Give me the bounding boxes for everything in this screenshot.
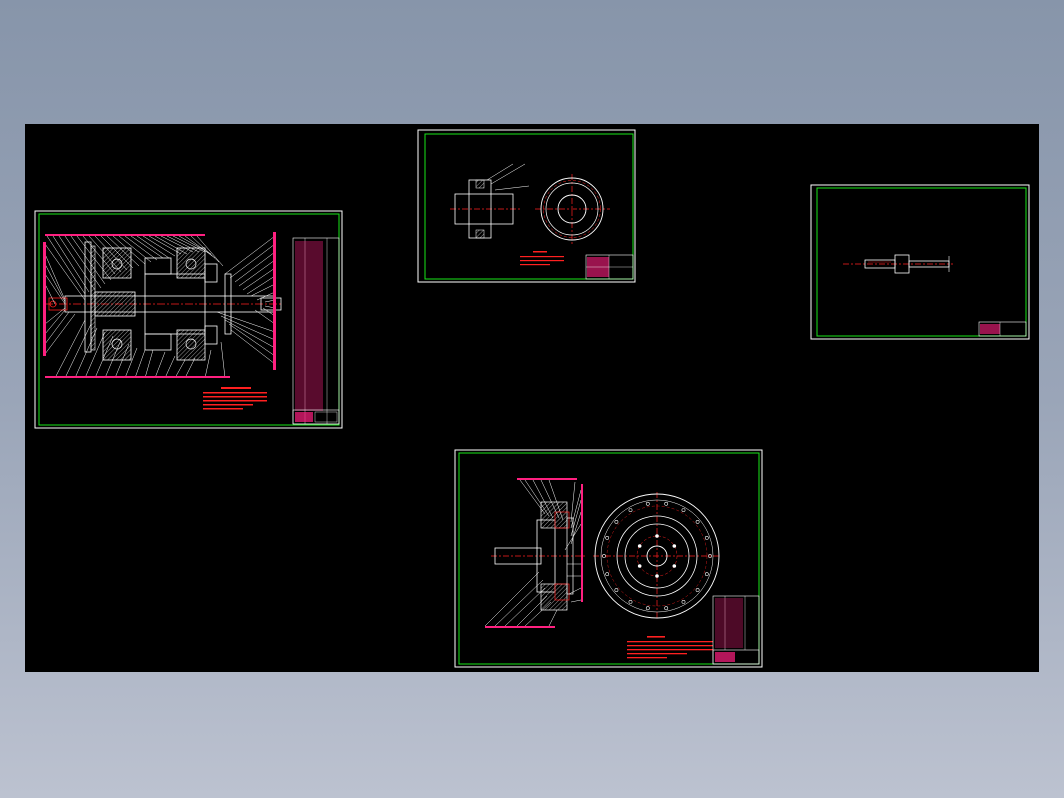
bolt-hole [708,554,712,558]
bolt-hole [664,501,669,506]
disc-parts-list [712,595,760,665]
bolt-hole [628,508,633,513]
inner-bolt-hole [655,574,659,578]
bolt-hole [614,588,619,592]
bolt-hole [704,572,709,577]
assembly-sheet[interactable] [34,210,343,429]
disc-notes [627,636,713,659]
shaft-part-drawing-icon [843,254,953,274]
flange-part-drawing-icon [450,163,610,246]
assembly-balloon-marks [43,232,276,378]
cad-drawing-canvas[interactable] [25,124,1039,672]
part-sheet-shaft[interactable] [810,184,1030,340]
bolt-hole [664,606,669,611]
part-sheet-flange[interactable] [417,129,636,283]
sheet-outer-frame [417,129,636,283]
sheet-inner-frame [816,187,1027,337]
flange-notes [520,251,564,266]
bolt-hole [695,520,700,524]
sheet-inner-frame [38,213,340,426]
bolt-hole [645,501,650,506]
inner-bolt-hole [655,534,659,538]
sheet-outer-frame [34,210,343,429]
bolt-hole [704,535,709,540]
assembly-technical-notes [203,387,267,410]
bolt-hole [602,554,606,558]
sheet-inner-frame [458,452,760,665]
clutch-assembly-drawing-icon [45,241,282,361]
flange-title-block [585,254,634,280]
bolt-hole [681,599,686,604]
bolt-hole [614,520,619,524]
inner-bolt-hole [672,544,677,548]
bolt-hole [681,508,686,513]
sheet-outer-frame [454,449,763,668]
sheet-outer-frame [810,184,1030,340]
shaft-title-block [978,321,1027,337]
brake-disc-bolt-holes [602,501,712,611]
cad-viewport[interactable] [25,124,1039,672]
bolt-hole [645,606,650,611]
bolt-hole [628,599,633,604]
inner-bolt-hole [637,544,642,548]
bolt-hole [605,535,610,540]
bolt-hole [605,572,610,577]
assembly-parts-list [292,237,340,425]
assembly-leader-lines [44,235,276,379]
part-sheet-disc[interactable] [454,449,763,668]
bolt-hole [695,588,700,592]
brake-disc-drawing-icon [484,478,721,628]
sheet-inner-frame [424,133,634,280]
inner-bolt-hole [672,564,677,568]
inner-bolt-hole [637,564,642,568]
